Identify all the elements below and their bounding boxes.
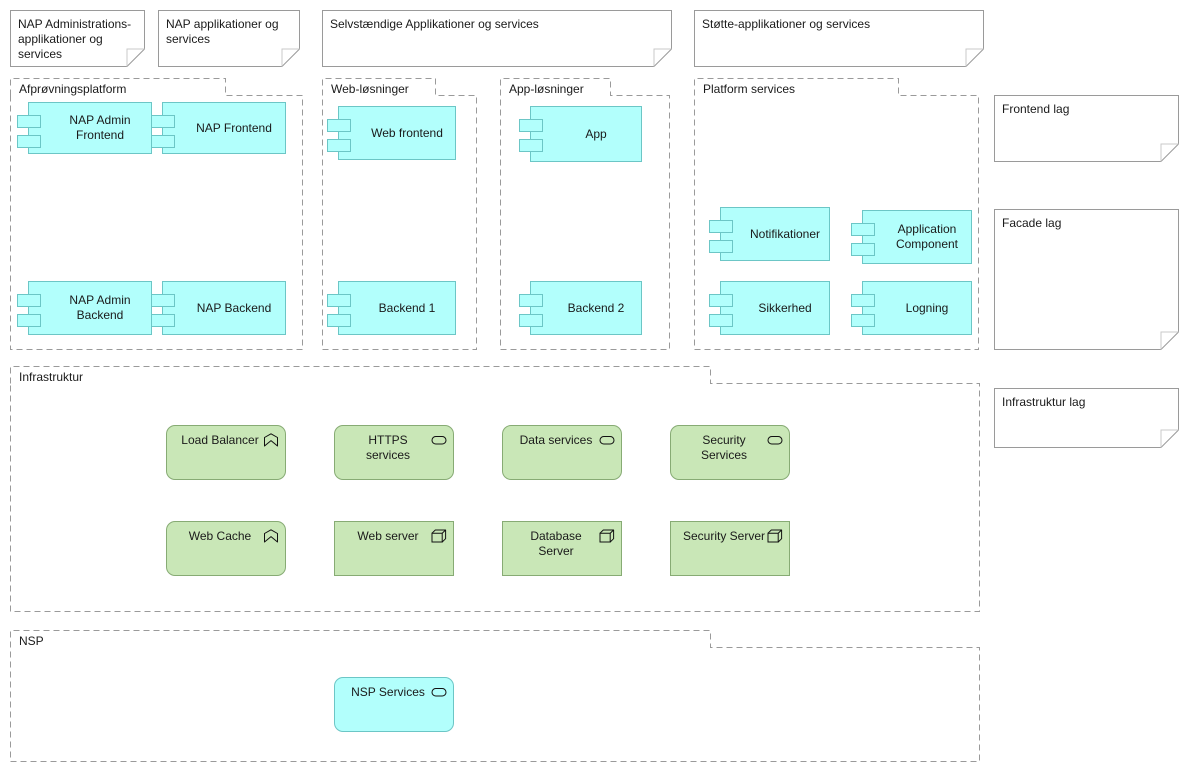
component-application-component[interactable]: Application Component — [851, 210, 972, 264]
node-cube-icon — [431, 529, 447, 543]
component-port-icon-top — [327, 294, 351, 307]
group-label: App-løsninger — [509, 82, 584, 96]
note-label: Støtte-applikationer og services — [702, 17, 871, 31]
infra-web-cache[interactable]: Web Cache — [166, 521, 286, 576]
infra-https-services[interactable]: HTTPS services — [334, 425, 454, 480]
infra-label: Security Server — [682, 529, 766, 543]
component-port-icon-bottom — [851, 314, 875, 327]
group-label: Infrastruktur — [19, 370, 84, 384]
node-chevron-icon — [264, 433, 278, 447]
nsp-services[interactable]: NSP Services — [334, 677, 454, 732]
note-label: Frontend lag — [1002, 102, 1070, 116]
component-nap-backend[interactable]: NAP Backend — [151, 281, 286, 335]
group-nsp[interactable]: NSP — [10, 630, 980, 762]
infra-web-server[interactable]: Web server — [334, 521, 454, 576]
note-label: Selvstændige Applikationer og services — [330, 17, 539, 31]
note-facade-lag[interactable]: Facade lag — [994, 209, 1179, 350]
component-label: NAP Backend — [196, 300, 272, 315]
component-port-icon-top — [851, 223, 875, 236]
note-nap-admin-apps[interactable]: NAP Administrations- applikationer og se… — [10, 10, 145, 67]
component-web-frontend[interactable]: Web frontend — [327, 106, 456, 160]
note-label: Facade lag — [1002, 216, 1062, 230]
component-port-icon-bottom — [709, 240, 733, 253]
component-port-icon-bottom — [851, 243, 875, 256]
component-nap-frontend[interactable]: NAP Frontend — [151, 102, 286, 154]
group-label: Platform services — [703, 82, 796, 96]
component-port-icon-bottom — [327, 314, 351, 327]
note-selvstaendige[interactable]: Selvstændige Applikationer og services — [322, 10, 672, 67]
infra-label: HTTPS services — [365, 433, 410, 462]
group-label: Web-løsninger — [331, 82, 409, 96]
node-cube-icon — [599, 529, 615, 543]
component-port-icon-top — [151, 294, 175, 307]
component-label: Backend 1 — [378, 300, 436, 315]
component-label: App — [585, 126, 607, 141]
component-label: Logning — [905, 300, 949, 315]
component-port-icon-top — [709, 220, 733, 233]
component-port-icon-bottom — [151, 135, 175, 148]
component-label: Backend 2 — [567, 300, 625, 315]
note-frontend-lag[interactable]: Frontend lag — [994, 95, 1179, 162]
component-label: NAP Admin Frontend — [69, 113, 131, 142]
infra-load-balancer[interactable]: Load Balancer — [166, 425, 286, 480]
component-port-icon-bottom — [709, 314, 733, 327]
infra-label: Security Services — [700, 433, 747, 462]
component-port-icon-top — [851, 294, 875, 307]
component-port-icon-bottom — [519, 314, 543, 327]
note-label: NAP applikationer og services — [166, 17, 279, 46]
component-label: NAP Frontend — [196, 120, 272, 135]
component-port-icon-top — [151, 115, 175, 128]
infra-label: Web Cache — [188, 529, 252, 543]
note-label: NAP Administrations- applikationer og se… — [18, 17, 132, 61]
infra-database-server[interactable]: Database Server — [502, 521, 622, 576]
note-nap-apps[interactable]: NAP applikationer og services — [158, 10, 300, 67]
component-port-icon-top — [17, 294, 41, 307]
component-logning[interactable]: Logning — [851, 281, 972, 335]
component-port-icon-top — [519, 119, 543, 132]
component-label: Notifikationer — [749, 226, 821, 241]
component-port-icon-bottom — [519, 139, 543, 152]
node-chevron-icon — [264, 529, 278, 543]
component-nap-admin-backend[interactable]: NAP Admin Backend — [17, 281, 152, 335]
component-backend-2[interactable]: Backend 2 — [519, 281, 642, 335]
component-label: NAP Admin Backend — [69, 293, 131, 322]
component-port-icon-top — [709, 294, 733, 307]
component-port-icon-bottom — [327, 139, 351, 152]
note-stoette[interactable]: Støtte-applikationer og services — [694, 10, 984, 67]
component-label: Application Component — [895, 222, 959, 251]
infra-data-services[interactable]: Data services — [502, 425, 622, 480]
service-oval-icon — [431, 436, 447, 445]
service-oval-icon — [431, 688, 447, 697]
component-app[interactable]: App — [519, 106, 642, 162]
component-nap-admin-frontend[interactable]: NAP Admin Frontend — [17, 102, 152, 154]
infra-security-server[interactable]: Security Server — [670, 521, 790, 576]
component-port-icon-bottom — [17, 135, 41, 148]
service-oval-icon — [599, 436, 615, 445]
infra-security-services[interactable]: Security Services — [670, 425, 790, 480]
component-label: Sikkerhed — [758, 300, 812, 315]
group-label: Afprøvningsplatform — [19, 82, 127, 96]
group-infrastruktur[interactable]: Infrastruktur — [10, 366, 980, 612]
component-port-icon-bottom — [151, 314, 175, 327]
component-notifikationer[interactable]: Notifikationer — [709, 207, 830, 261]
note-infrastruktur-lag[interactable]: Infrastruktur lag — [994, 388, 1179, 448]
group-outline — [10, 366, 980, 612]
component-port-icon-top — [519, 294, 543, 307]
component-sikkerhed[interactable]: Sikkerhed — [709, 281, 830, 335]
service-oval-icon — [767, 436, 783, 445]
component-port-icon-bottom — [17, 314, 41, 327]
component-port-icon-top — [17, 115, 41, 128]
infra-label: Database Server — [530, 529, 582, 558]
component-backend-1[interactable]: Backend 1 — [327, 281, 456, 335]
note-label: Infrastruktur lag — [1002, 395, 1086, 409]
infra-label: Data services — [519, 433, 593, 447]
group-label: NSP — [19, 634, 44, 648]
component-port-icon-top — [327, 119, 351, 132]
infra-label: Web server — [357, 529, 419, 543]
component-label: Web frontend — [371, 125, 443, 140]
node-cube-icon — [767, 529, 783, 543]
infra-label: Load Balancer — [181, 433, 259, 447]
nsp-label: NSP Services — [351, 685, 425, 699]
group-outline — [10, 630, 980, 762]
